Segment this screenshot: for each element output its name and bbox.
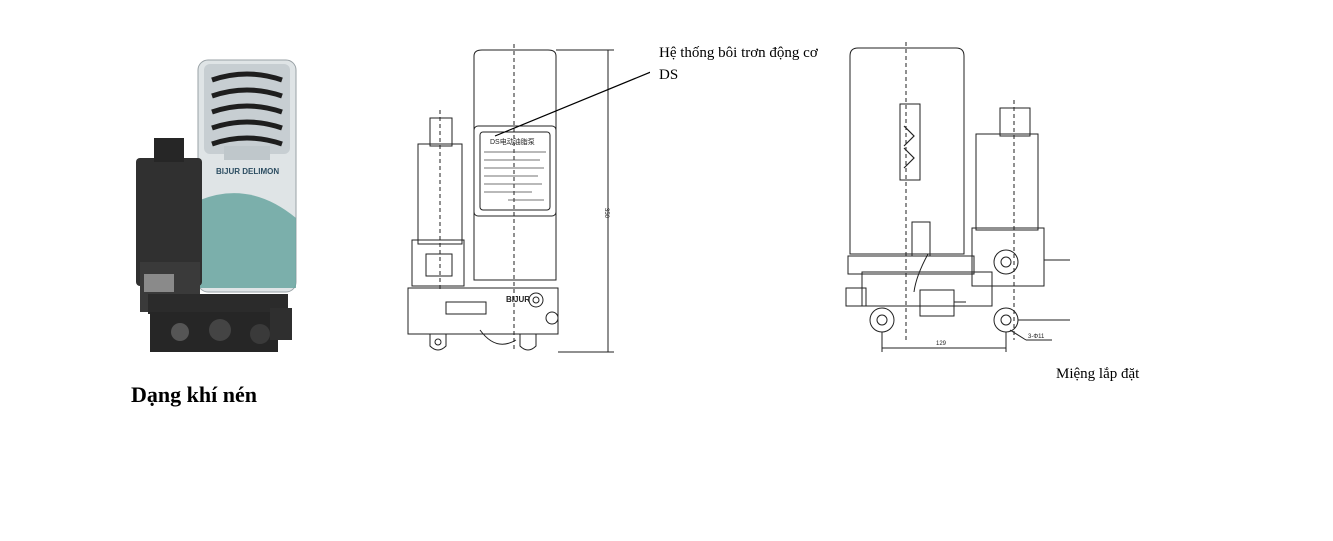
side-reservoir-outline (849, 47, 965, 255)
reservoir-outline (473, 49, 557, 281)
side-view-drawing: 70 129 3-Φ11 (845, 42, 1070, 352)
front-brand-text: BIJUR (506, 295, 530, 304)
sight-window (899, 103, 921, 181)
callout-leader-line (494, 71, 650, 137)
photo-brand-text: BIJUR DELIMON (216, 167, 279, 176)
side-dim-width: 129 (936, 341, 947, 347)
pump-base-outline (407, 287, 559, 335)
motor-housing (136, 158, 202, 286)
pump-photo: BIJUR DELIMON (136, 59, 297, 352)
ds-system-label: Hệ thống bôi trơn động cơ DS (659, 45, 818, 83)
spring (211, 71, 283, 147)
plate-title: DS电动油脂泵 (490, 137, 535, 146)
hole-spec-text: 3-Φ11 (1028, 334, 1045, 340)
photo-caption: Dạng khí nén (131, 382, 257, 407)
mounting-port-label: Miệng lắp đặt (1056, 366, 1140, 382)
label-plate (473, 125, 557, 217)
side-base-outline (847, 255, 975, 275)
front-view-drawing: DS电动油脂泵 BIJUR 350 (407, 44, 650, 353)
front-dim-height: 350 (603, 208, 609, 219)
side-motor-outline (975, 133, 1039, 231)
pump-base (148, 294, 288, 314)
